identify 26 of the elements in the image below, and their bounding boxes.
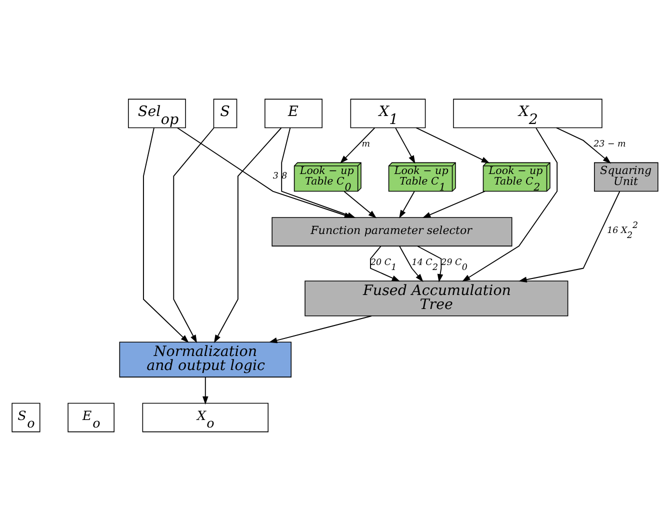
- node-box: Fused Accumulation Tree: [304, 280, 568, 316]
- edge-label: 3: [272, 171, 278, 182]
- arrow: [399, 191, 415, 218]
- arrow: [416, 246, 444, 282]
- arrow: [422, 190, 486, 218]
- arrow: [556, 127, 612, 164]
- arrow: [173, 128, 214, 344]
- edge-label: 23 − m: [594, 140, 626, 150]
- arrow: [340, 128, 376, 164]
- arrow: [395, 128, 416, 164]
- edge-label: 8: [282, 171, 288, 182]
- arrow: [202, 376, 208, 405]
- node-box: E: [264, 98, 322, 128]
- arrow: [143, 128, 189, 343]
- node-box: Squaring Unit: [594, 162, 658, 192]
- arrow: [462, 128, 558, 282]
- node-box: Normalization and output logic: [119, 342, 292, 378]
- node-box: S: [213, 98, 238, 128]
- arrow: [416, 127, 490, 164]
- arrow: [518, 191, 620, 282]
- arrow: [370, 246, 400, 282]
- arrow: [398, 246, 424, 282]
- arrow: [214, 128, 282, 344]
- node-box: Function parameter selector: [272, 217, 512, 246]
- arrow: [268, 316, 372, 344]
- edge-label: m: [362, 140, 370, 150]
